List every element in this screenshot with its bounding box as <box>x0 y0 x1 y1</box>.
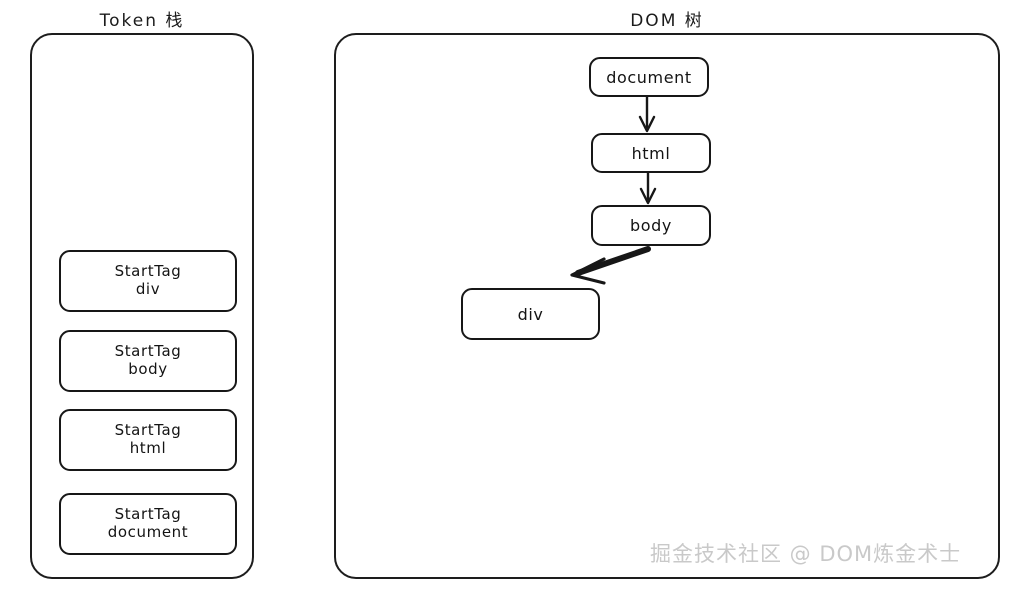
dom-node-label: div <box>517 304 544 324</box>
dom-node-div: div <box>461 288 600 340</box>
token-name-label: html <box>129 439 167 457</box>
token-type-label: StartTag <box>114 342 182 361</box>
dom-node-label: document <box>606 67 692 87</box>
token-name-label: div <box>135 280 161 298</box>
token-stack-item-3: StartTag document <box>59 493 237 555</box>
token-stack-title: Token 栈 <box>99 11 185 31</box>
token-stack-item-1: StartTag body <box>59 330 237 392</box>
dom-node-label: html <box>631 143 671 163</box>
dom-node-document: document <box>589 57 709 97</box>
token-stack-item-0: StartTag div <box>59 250 237 312</box>
token-type-label: StartTag <box>114 421 182 440</box>
watermark-text: 掘金技术社区 @ DOM炼金术士 <box>650 542 962 566</box>
token-type-label: StartTag <box>114 505 182 524</box>
token-stack-item-2: StartTag html <box>59 409 237 471</box>
dom-node-label: body <box>630 216 672 235</box>
dom-node-html: html <box>591 133 711 173</box>
dom-tree-container <box>334 33 1000 579</box>
token-type-label: StartTag <box>114 262 182 281</box>
token-name-label: document <box>107 523 189 541</box>
dom-node-body: body <box>591 205 711 246</box>
token-name-label: body <box>128 360 168 378</box>
dom-tree-title: DOM 树 <box>630 11 704 31</box>
